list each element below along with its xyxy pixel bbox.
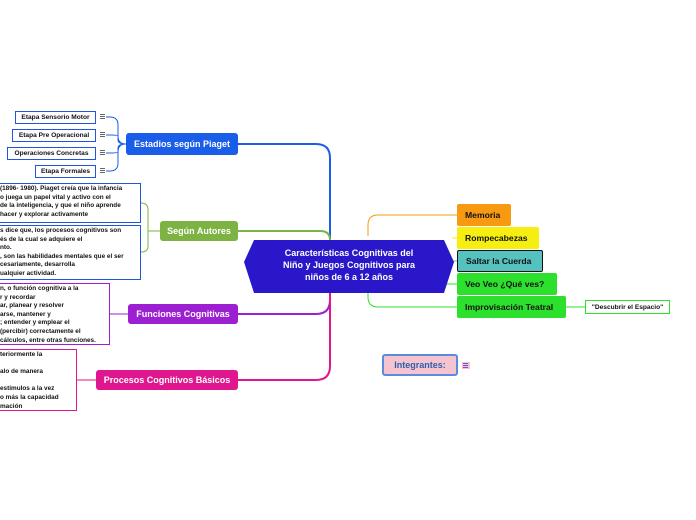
topic-estadios-label: Estadios según Piaget — [133, 139, 231, 149]
note-line: hacer y explorar activamente — [0, 210, 89, 218]
notes-icon[interactable] — [462, 362, 470, 369]
topic-memoria-label: Memoria — [465, 210, 501, 220]
topic-saltar-cuerda[interactable]: Saltar la Cuerda — [457, 250, 543, 272]
floating-topic-integrantes[interactable]: Integrantes: — [382, 354, 458, 376]
note-line: ; entender y emplear el — [0, 319, 70, 327]
note-line: , son las habilidades mentales que el se… — [0, 252, 124, 260]
note-piaget[interactable]: (1896- 1980). Piaget creía que la infanc… — [0, 183, 141, 223]
topic-autores-label: Según Autores — [167, 226, 231, 236]
note-line: cesariamente, desarrolla — [0, 261, 75, 269]
note-line: alo de manera — [0, 368, 43, 376]
note-line: r y recordar — [0, 293, 36, 301]
note-line: (percibir) correctamente el — [0, 327, 81, 335]
topic-saltar-label: Saltar la Cuerda — [466, 256, 532, 266]
central-line-1: Características Cognitivas del — [284, 248, 414, 258]
central-line-3: niños de 6 a 12 años — [304, 272, 394, 282]
topic-memoria[interactable]: Memoria — [457, 204, 511, 226]
notes-icon[interactable] — [100, 132, 106, 138]
connector-memoria — [367, 214, 457, 236]
note-line: nto. — [0, 244, 12, 252]
connector-autores-notes — [140, 202, 160, 253]
connector-improvisacion — [367, 292, 457, 308]
note-line: cálculos, entre otras funciones. — [0, 336, 96, 344]
note-line: estímulos a la vez — [0, 385, 55, 393]
leaf-pre-operacional[interactable]: Etapa Pre Operacional — [12, 129, 96, 142]
topic-veoveo-label: Veo Veo ¿Qué ves? — [465, 279, 545, 289]
note-funciones[interactable]: n, o función cognitiva a la r y recordar… — [0, 283, 110, 345]
leaf-pre-operacional-label: Etapa Pre Operacional — [18, 132, 90, 139]
connector-estadios — [238, 143, 331, 243]
topic-funciones-cognitivas[interactable]: Funciones Cognitivas — [128, 304, 238, 324]
central-topic-shape[interactable] — [244, 240, 454, 293]
note-line: s dice que, los procesos cognitivos son — [0, 227, 122, 234]
note-line: arse, mantener y — [0, 310, 51, 318]
notes-icon[interactable] — [100, 168, 106, 174]
note-procesos[interactable]: teriormente la alo de manera estímulos a… — [0, 349, 77, 411]
connector-procesos — [238, 292, 331, 381]
topic-improvisacion-teatral[interactable]: Improvisación Teatral — [457, 296, 566, 318]
note-line: mación — [0, 402, 23, 410]
topic-segun-autores[interactable]: Según Autores — [160, 221, 238, 241]
central-line-2: Niño y Juegos Cognitivos para — [282, 260, 416, 270]
note-procesos-cognitivos[interactable]: s dice que, los procesos cognitivos son … — [0, 225, 141, 280]
topic-funciones-label: Funciones Cognitivas — [136, 309, 230, 319]
note-line: teriormente la — [0, 351, 43, 358]
leaf-operaciones-concretas[interactable]: Operaciones Concretas — [7, 147, 96, 160]
integrantes-label: Integrantes: — [394, 360, 446, 370]
topic-rompecabezas-label: Rompecabezas — [465, 233, 528, 243]
leaf-etapa-formales-label: Etapa Formales — [40, 168, 91, 175]
connector-autores — [238, 230, 331, 243]
connector-estadios-leaves — [106, 116, 127, 172]
note-line: o más la capacidad — [0, 393, 59, 401]
topic-procesos-basicos[interactable]: Procesos Cognitivos Básicos — [96, 370, 238, 390]
leaf-operaciones-concretas-label: Operaciones Concretas — [14, 150, 89, 157]
leaf-descubrir-label: "Descubrir el Espacio" — [591, 303, 664, 311]
notes-icon[interactable] — [100, 114, 106, 120]
note-line: o juega un papel vital y activo con el — [0, 193, 111, 201]
topic-rompecabezas[interactable]: Rompecabezas — [457, 227, 539, 249]
note-line: ualquier actividad. — [0, 269, 57, 277]
leaf-descubrir-espacio[interactable]: "Descubrir el Espacio" — [585, 300, 670, 314]
topic-veo-veo[interactable]: Veo Veo ¿Qué ves? — [457, 273, 557, 295]
leaf-sensorio-motor-label: Etapa Sensorio Motor — [21, 114, 90, 121]
note-line: de la inteligencia, y que el niño aprend… — [0, 202, 121, 210]
leaf-sensorio-motor[interactable]: Etapa Sensorio Motor — [15, 111, 96, 124]
note-line: n, o función cognitiva a la — [0, 285, 79, 292]
central-topic[interactable]: Características Cognitivas del Niño y Ju… — [254, 244, 444, 286]
topic-improvisacion-label: Improvisación Teatral — [465, 302, 554, 312]
topic-estadios-piaget[interactable]: Estadios según Piaget — [126, 133, 238, 155]
note-line: és de la cual se adquiere el — [0, 235, 83, 243]
note-line: (1896- 1980). Piaget creía que la infanc… — [0, 185, 123, 192]
notes-icon[interactable] — [100, 150, 106, 156]
note-line — [0, 360, 73, 369]
note-line: ar, planear y resolver — [0, 302, 64, 310]
leaf-etapa-formales[interactable]: Etapa Formales — [35, 165, 96, 178]
note-line — [0, 377, 73, 386]
topic-procesos-label: Procesos Cognitivos Básicos — [103, 375, 231, 385]
